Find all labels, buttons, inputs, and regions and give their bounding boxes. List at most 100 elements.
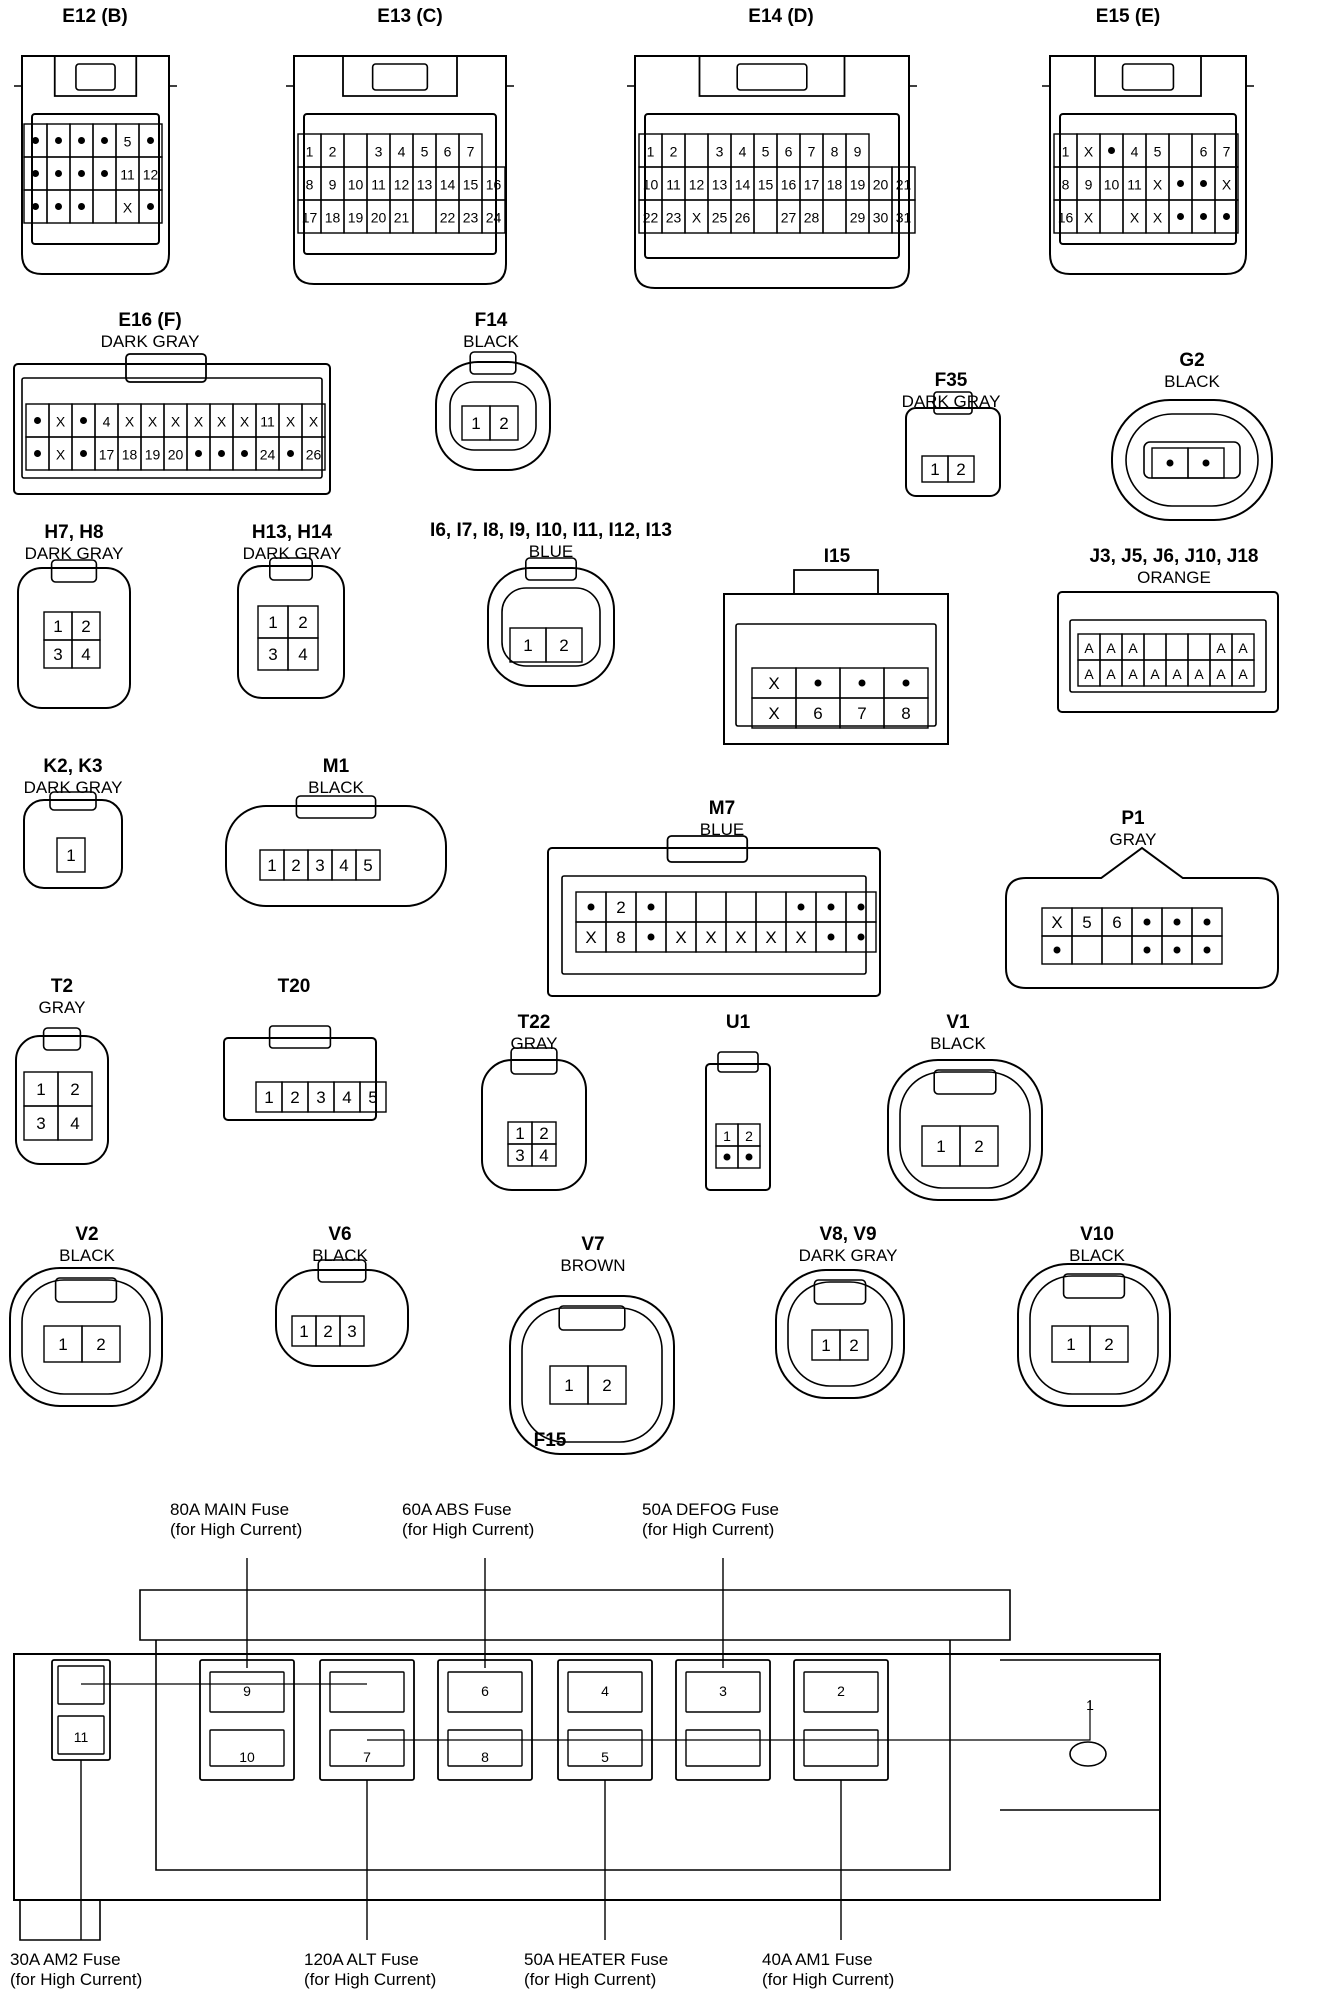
pin-dot [1053,946,1061,954]
pin-cell: 21 [389,199,414,234]
pin-label: X [1130,210,1140,226]
pin-cell: 1 [461,405,491,441]
pin-label: 2 [1104,1335,1113,1354]
fuse-label: 30A AM2 Fuse(for High Current) [10,1950,142,1990]
pin-label: 2 [70,1080,79,1099]
pin-label: 1 [264,1088,273,1107]
pin-label: A [1216,666,1226,682]
pin-label: 28 [804,210,820,226]
pin-cell: 1 [1053,133,1078,168]
connector-name: F35 [934,370,968,391]
cavity-frame [735,623,937,727]
pin-cell: 6 [1191,133,1216,168]
pin-label: 5 [368,1088,377,1107]
cavity-frame [644,113,900,259]
pin-cell: 1 [507,1121,533,1145]
housing-outline [9,1267,163,1407]
pin-cell: 9 [845,133,870,168]
pin-cell: X [665,921,697,953]
pin-label: 11 [1127,177,1142,193]
pin-label: 11 [120,167,135,183]
pin-cell: 5 [355,849,381,881]
connector-name: G2 [1179,350,1205,371]
housing-outline [1049,55,1247,275]
pin-cell: A [1209,659,1233,687]
latch-tab [295,795,377,819]
pin-cell: X [751,697,797,729]
cavity-frame [561,875,867,975]
pin-cell: X [751,667,797,699]
pin-dot [857,903,865,911]
pin-cell: 31 [891,199,916,234]
pin-label: 4 [339,856,348,875]
pin-label: 4 [103,414,111,430]
fuse-name: 80A MAIN Fuse [170,1500,290,1519]
pin-cell [1191,907,1223,937]
connector-name: U1 [725,1012,751,1033]
pin-label: 1 [647,144,655,160]
fuse-label: 40A AM1 Fuse(for High Current) [762,1950,894,1990]
inner-outline [899,1071,1031,1189]
pin-cell [1131,935,1163,965]
pin-cell: 1 [259,849,285,881]
pin-cell: 10 [1099,166,1124,201]
pin-cell: 2 [287,605,319,639]
pin-box [287,637,319,671]
pin-cell: 6 [795,697,841,729]
pin-cell: 20 [163,436,188,471]
latch-tab [371,63,429,91]
pin-cell: X [684,199,709,234]
pin-label: 8 [831,144,839,160]
pin-box [343,133,368,168]
pin-label: 2 [499,414,508,433]
pin-cell: A [1165,659,1189,687]
pin-cell: 11 [255,403,280,438]
pin-cell: 2 [81,1325,121,1363]
connector-name: V6 [328,1224,352,1245]
pin-label: 1 [821,1336,830,1355]
connector-name: T22 [517,1012,551,1033]
pin-cell: A [1231,633,1255,661]
connector-color: BLACK [463,332,519,351]
pin-label: X [795,928,806,947]
pin-cell [1168,166,1193,201]
latch-tab [42,1027,82,1051]
pin-cell [845,921,877,953]
pin-cell: 1 [921,455,949,483]
pin-cell: 20 [868,166,893,201]
pin-cell [23,189,48,224]
pin-cell [69,189,94,224]
pin-box [301,436,326,471]
pin-label: X [768,674,779,693]
pin-cell: 3 [43,639,73,669]
pin-cell: 10 [638,166,663,201]
fuse-name: 30A AM2 Fuse [10,1950,121,1969]
pin-cell: 2 [661,133,686,168]
pin-cell: X [115,189,140,224]
pin-label: 23 [463,210,479,226]
pin-label: 8 [1062,177,1070,193]
pin-cell: 28 [799,199,824,234]
pin-label: X [1084,210,1094,226]
pin-cell: A [1231,659,1255,687]
pin-cell: 12 [684,166,709,201]
connector-color: GRAY [1109,830,1157,849]
pin-cell [635,921,667,953]
pin-cell: 2 [545,627,583,663]
latch-tab [1121,63,1175,91]
housing-outline [435,361,551,471]
pin-cell: A [1099,633,1123,661]
latch-outline [698,56,846,97]
pin-label: A [1106,640,1116,656]
pin-cell: X [1145,166,1170,201]
pin-box [1089,1325,1129,1363]
pin-cell [1187,633,1211,661]
